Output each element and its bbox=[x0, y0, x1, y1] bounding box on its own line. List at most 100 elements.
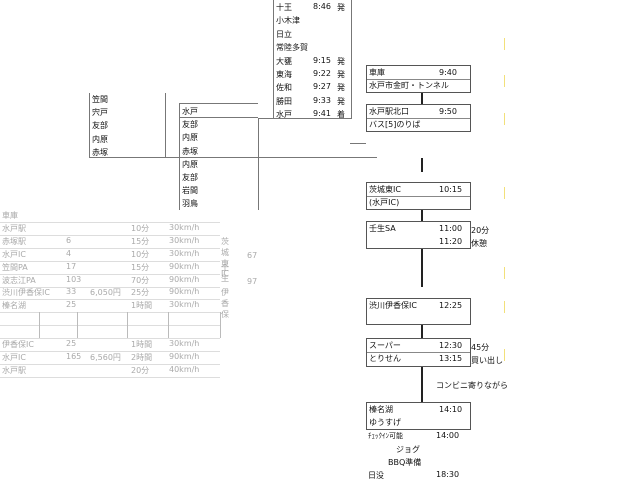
grid-side-number-1: 67 bbox=[247, 251, 258, 260]
grid-row bbox=[0, 325, 220, 340]
grid-cell: 25 bbox=[66, 339, 77, 348]
place-label: (水戸IC) bbox=[369, 198, 400, 207]
schedule-time: 9:33 bbox=[313, 95, 331, 105]
grid-cell: 30km/h bbox=[169, 300, 200, 310]
grid-cell: 2時間 bbox=[131, 352, 153, 362]
middle-station-name: 友部 bbox=[182, 120, 198, 130]
box-row: スーパー 12:30 bbox=[369, 339, 468, 353]
grid-cell: 10分 bbox=[131, 249, 150, 259]
box-row: バス[5]のりば bbox=[369, 118, 468, 132]
grid-cell-divider bbox=[127, 312, 128, 338]
place-label: スーパー bbox=[369, 341, 401, 350]
grid-cell: 25分 bbox=[131, 288, 150, 298]
timeline-box-depot: 車庫 9:40 水戸市金町・トンネル bbox=[366, 65, 471, 93]
schedule-time: 9:41 bbox=[313, 109, 331, 119]
grid-cell: 渋川伊香保IC bbox=[2, 288, 50, 298]
grid-cell-divider bbox=[220, 312, 221, 338]
grid-cell: 水戸駅 bbox=[2, 365, 26, 375]
schedule-station: 佐和 bbox=[276, 83, 292, 93]
box-row: (水戸IC) bbox=[369, 196, 468, 210]
grid-cell: 40km/h bbox=[169, 364, 200, 374]
schedule-status: 発 bbox=[337, 96, 345, 106]
grid-cell: 伊香保IC bbox=[2, 340, 34, 349]
convenience-store-note: コンビニ寄りながら bbox=[436, 381, 508, 390]
connector-schedule-link bbox=[350, 143, 366, 144]
grid-cell: 6 bbox=[66, 235, 72, 245]
grid-cell-divider bbox=[39, 312, 40, 338]
box-divider bbox=[367, 79, 470, 80]
grid-cell: 伊香保 bbox=[221, 288, 229, 320]
time-label: 13:15 bbox=[439, 354, 463, 363]
shopping-duration: 45分 bbox=[471, 343, 490, 352]
connector-vertical-1 bbox=[165, 93, 166, 157]
yellow-mark bbox=[504, 187, 505, 199]
grid-cell: 10分 bbox=[131, 223, 150, 233]
grid-cell: 70分 bbox=[131, 275, 150, 285]
yellow-mark bbox=[504, 75, 505, 87]
jog-note: ジョグ bbox=[396, 445, 420, 454]
grid-cell: 1時間 bbox=[131, 340, 153, 349]
schedule-station: 日立 bbox=[276, 29, 292, 39]
grid-cell: 30km/h bbox=[169, 235, 200, 245]
connector-left-horizontal bbox=[89, 157, 377, 158]
timeline-box-mibu-sa: 壬生SA 11:00 11:20 bbox=[366, 221, 471, 249]
grid-cell-divider bbox=[77, 312, 78, 338]
yellow-mark bbox=[504, 38, 505, 50]
schedule-status: 発 bbox=[337, 56, 345, 66]
grid-cell: 赤塚駅 bbox=[2, 236, 26, 246]
middle-station-frame bbox=[179, 103, 258, 210]
timeline-box-supermarket: スーパー 12:30 とりせん 13:15 bbox=[366, 338, 471, 367]
schedule-station: 大甕 bbox=[276, 56, 292, 66]
yellow-mark bbox=[504, 349, 505, 361]
grid-cell: 水戸IC bbox=[2, 352, 26, 362]
place-label: バス[5]のりば bbox=[369, 120, 421, 129]
timeline-line bbox=[421, 365, 423, 402]
grid-cell: 車庫 bbox=[2, 211, 18, 220]
timeline-line bbox=[421, 91, 423, 104]
timeline-box-lake-haruna: 榛名湖 14:10 ゆうすげ bbox=[366, 402, 471, 430]
grid-row bbox=[0, 312, 220, 327]
box-divider bbox=[367, 196, 470, 197]
rest-duration: 20分 bbox=[471, 226, 490, 235]
checkin-time: 14:00 bbox=[436, 431, 460, 440]
grid-cell: 17 bbox=[66, 261, 77, 271]
checkin-label: ﾁｪｯｸｲﾝ可能 bbox=[368, 432, 403, 440]
sunset-label: 日没 bbox=[368, 471, 384, 480]
place-label: 茨城東IC bbox=[369, 185, 401, 194]
box-row: 壬生SA 11:00 bbox=[369, 222, 468, 236]
grid-cell: 90km/h bbox=[169, 351, 200, 361]
box-row: 水戸市金町・トンネル bbox=[369, 79, 468, 93]
grid-cell: 15分 bbox=[131, 236, 150, 246]
rest-note: 休憩 bbox=[471, 239, 487, 248]
left-station-divider bbox=[89, 93, 90, 157]
place-label: 榛名湖 bbox=[369, 405, 393, 414]
grid-cell: 水戸IC bbox=[2, 249, 26, 259]
schedule-status: 発 bbox=[337, 3, 345, 12]
grid-cell: 6,050円 bbox=[90, 288, 121, 298]
grid-cell: 波志江PA bbox=[2, 275, 36, 285]
grid-cell: 4 bbox=[66, 248, 72, 258]
time-label: 12:30 bbox=[439, 341, 463, 350]
grid-cell: 笠間PA bbox=[2, 262, 28, 272]
bbq-note: BBQ準備 bbox=[388, 458, 422, 467]
grid-cell: 90km/h bbox=[169, 287, 200, 297]
left-station-name: 笠間 bbox=[92, 95, 108, 104]
grid-cell: 茨城東IC bbox=[221, 236, 229, 278]
shopping-note: 買い出し bbox=[471, 356, 503, 365]
yellow-mark bbox=[504, 113, 505, 125]
middle-station-name: 友部 bbox=[182, 173, 198, 182]
grid-row: 赤塚駅 6 15分 30km/h 茨城東IC bbox=[0, 235, 229, 278]
grid-cell: 1時間 bbox=[131, 301, 153, 311]
box-row: ゆうすげ bbox=[369, 416, 468, 430]
schedule-station: 小木津 bbox=[276, 16, 300, 26]
place-label: とりせん bbox=[369, 354, 401, 363]
place-label: ゆうすげ bbox=[369, 418, 401, 427]
route-grid: 車庫水戸駅 10分 30km/h 赤塚駅 6 15分 30km/h 茨城東IC 水戸IC 4 10分… bbox=[0, 209, 258, 379]
middle-station-name: 水戸 bbox=[182, 107, 198, 116]
schedule-status: 発 bbox=[337, 83, 345, 93]
